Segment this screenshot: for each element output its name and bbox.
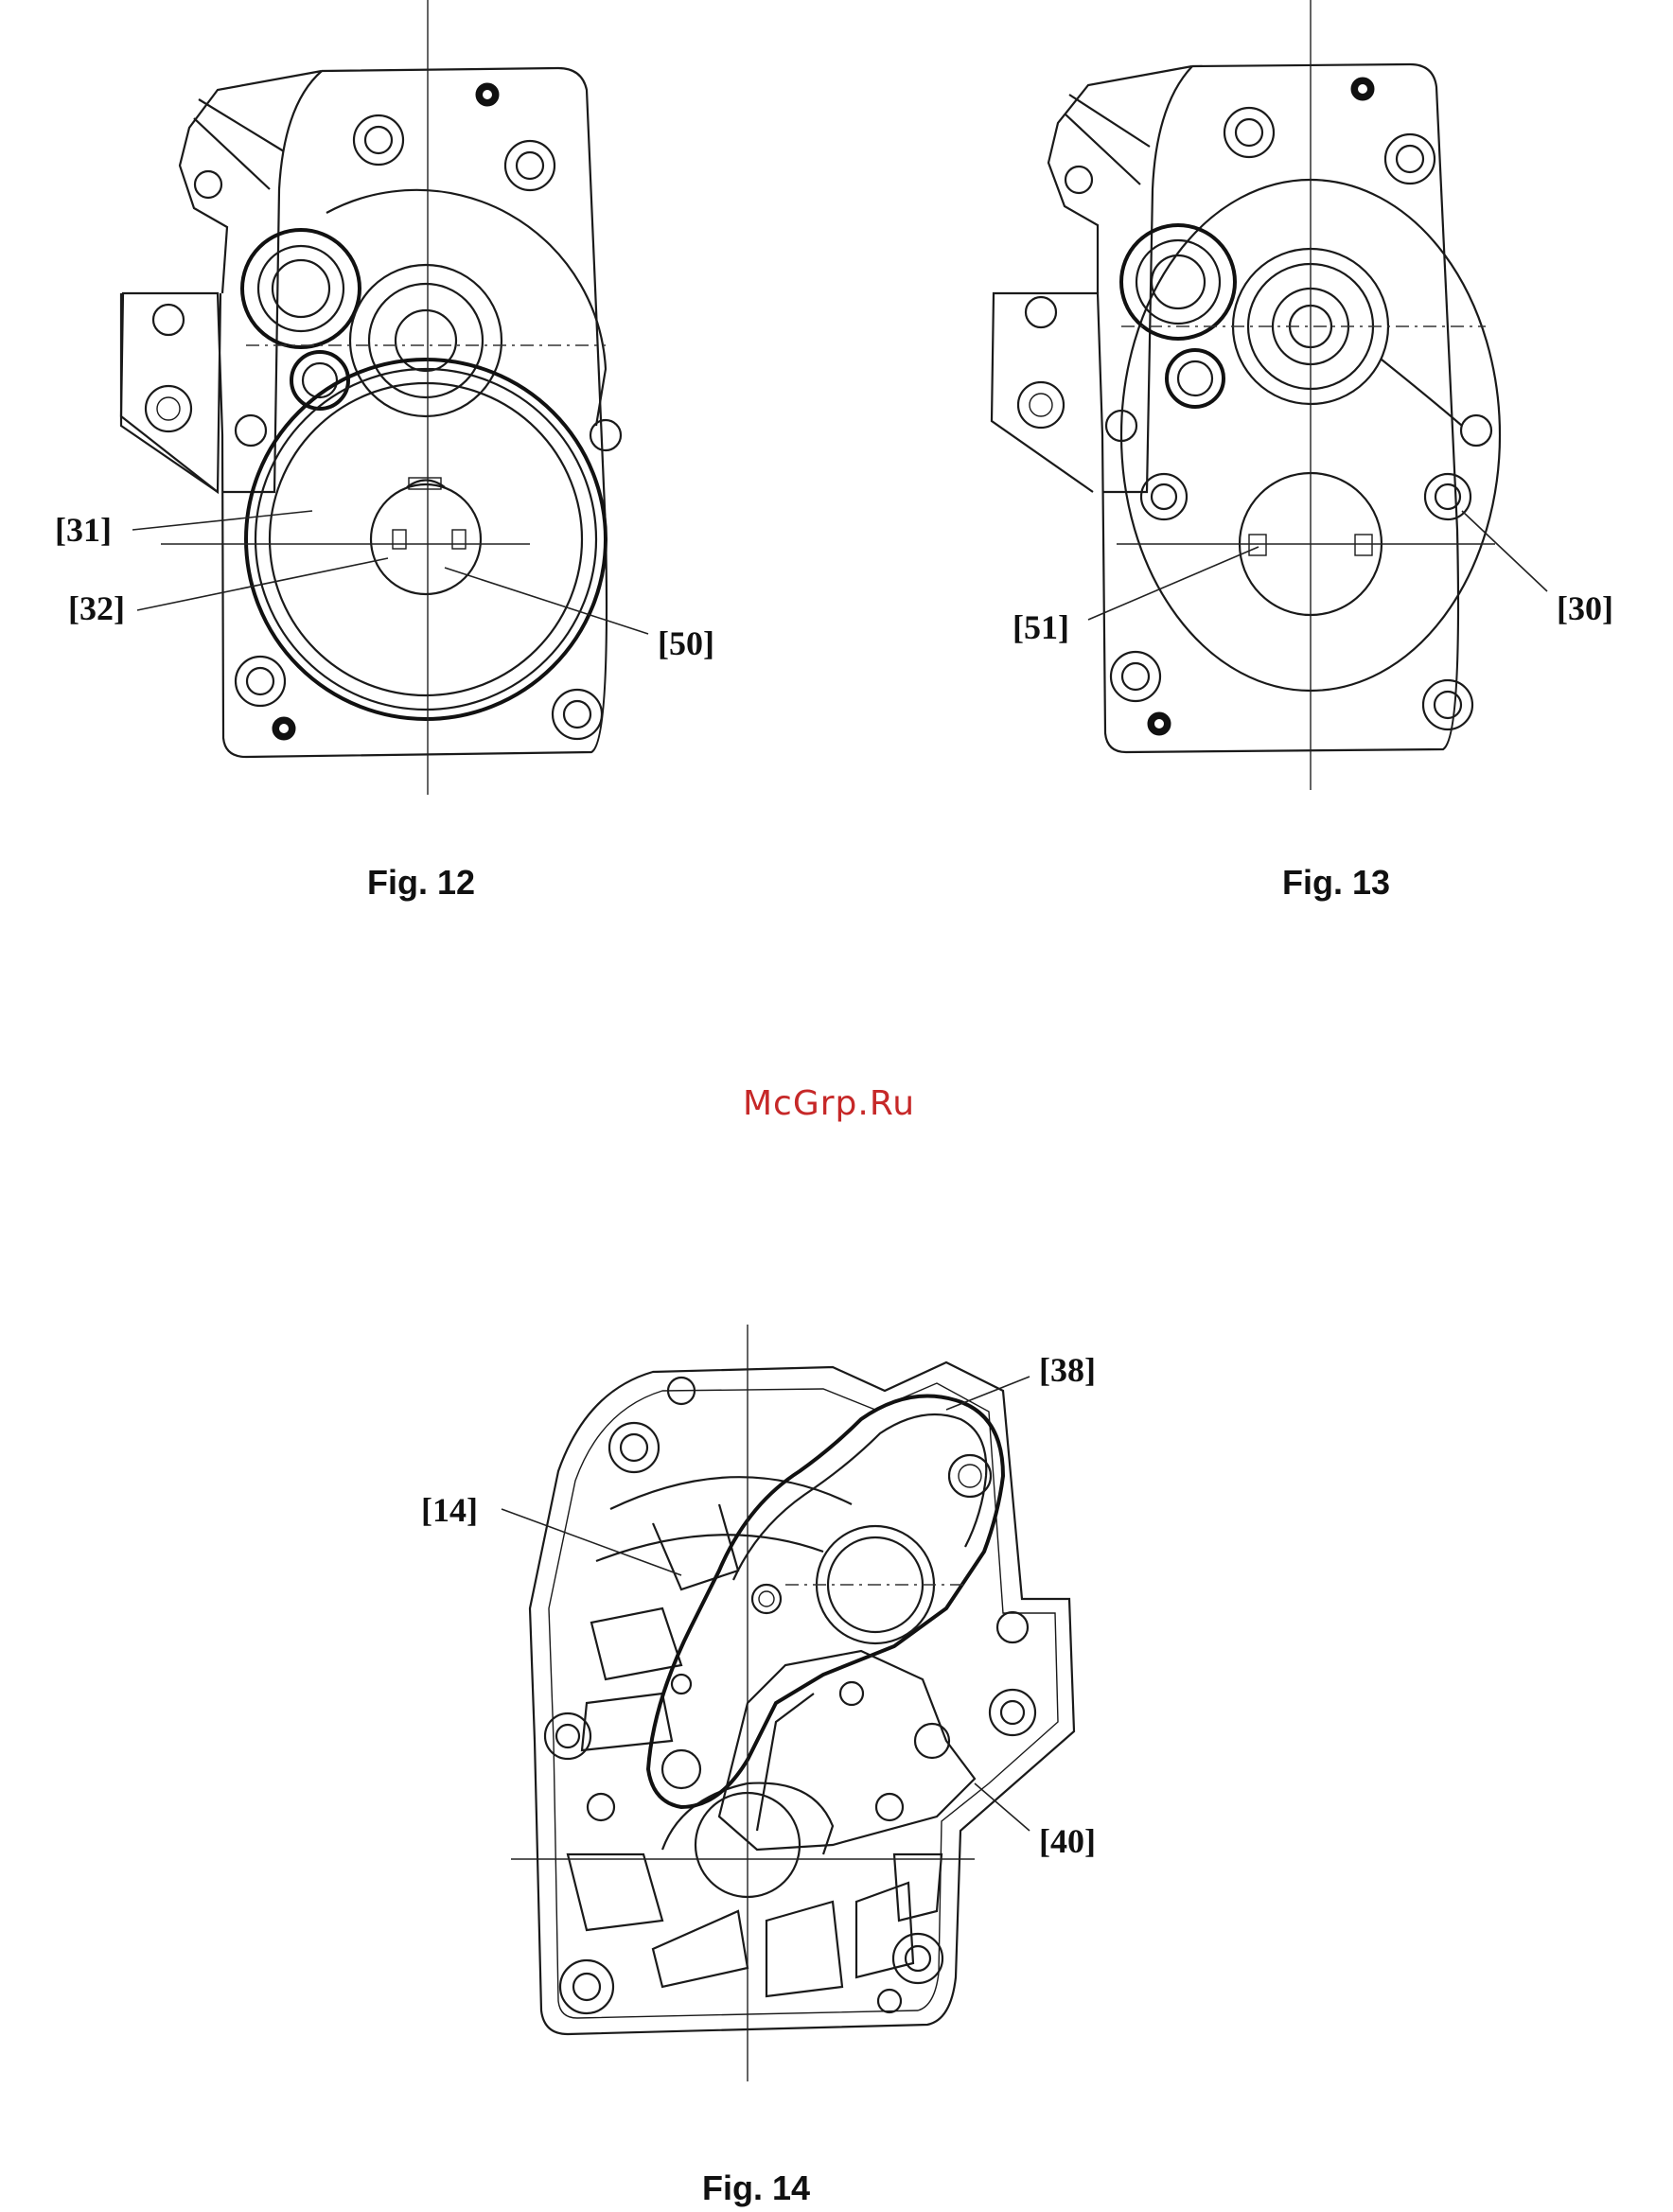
callout-51: [51] bbox=[1013, 608, 1069, 646]
callout-30: [30] bbox=[1557, 589, 1613, 627]
figure-12-caption: Fig. 12 bbox=[367, 863, 475, 902]
callout-14: [14] bbox=[421, 1491, 478, 1529]
callout-32: [32] bbox=[68, 589, 125, 627]
figure-14-drawing bbox=[502, 1325, 1074, 2081]
callout-31: [31] bbox=[55, 511, 112, 549]
watermark: McGrp.Ru bbox=[743, 1084, 915, 1123]
figure-13-caption: Fig. 13 bbox=[1282, 863, 1390, 902]
callout-50: [50] bbox=[658, 624, 714, 662]
callout-40: [40] bbox=[1039, 1822, 1096, 1860]
callout-38: [38] bbox=[1039, 1351, 1096, 1389]
figure-13-drawing bbox=[992, 0, 1547, 790]
figure-14-caption: Fig. 14 bbox=[702, 2168, 810, 2207]
figure-12-drawing bbox=[121, 0, 648, 795]
